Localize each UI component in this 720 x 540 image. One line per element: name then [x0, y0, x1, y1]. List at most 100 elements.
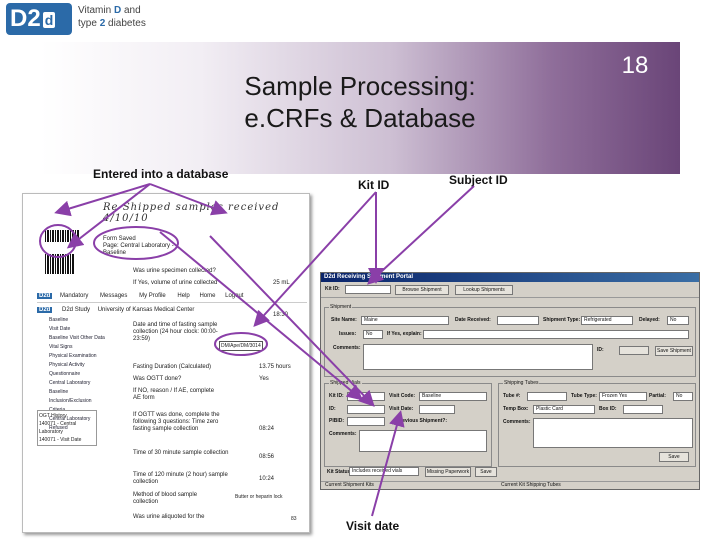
arrow-visit-date-paper	[209, 235, 375, 407]
kit-status-label: Kit Status:	[327, 469, 352, 475]
tube-type-label: Tube Type:	[571, 393, 597, 399]
logo-mark: D2	[10, 5, 41, 32]
delayed-select[interactable]: No	[667, 316, 689, 325]
paper-nav-item: Home	[199, 293, 216, 299]
browse-shipment-button[interactable]: Browse Shipment	[395, 285, 449, 295]
visit-code-select[interactable]: Baseline	[419, 392, 487, 401]
portal-toolbar: Kit ID: Browse Shipment Lookup Shipments	[321, 282, 699, 298]
issues-select[interactable]: No	[363, 330, 383, 339]
save-vial-button[interactable]: Save	[475, 467, 497, 477]
barcode-circle	[39, 224, 77, 258]
barcode	[45, 254, 75, 274]
paper-nav-item: Help	[177, 293, 190, 299]
callout-kit-id: Kit ID	[358, 178, 390, 192]
shipped-vials-legend: Shipped Vials	[329, 380, 362, 386]
vial-comments-label: Comments:	[329, 431, 357, 437]
pibid-input[interactable]	[347, 417, 385, 426]
if-yes-explain-input[interactable]	[423, 330, 689, 339]
question-row: Was OGTT done?	[133, 376, 303, 383]
question-text: Was urine specimen collected?	[133, 268, 216, 274]
arrow-to-barcode	[54, 183, 151, 217]
site-name: University of Kansas Medical Center	[97, 307, 195, 313]
arrow-subject-id	[367, 185, 475, 285]
tube-comments-label: Comments:	[503, 419, 531, 425]
logo-line-1-prefix: Vitamin	[78, 5, 114, 16]
lab-header-line: Form Saved	[103, 236, 136, 242]
logo-line-2-bold: 2	[99, 18, 106, 29]
paper-sidebar-item: Vital Signs	[49, 344, 73, 350]
study-header: D2d D2d Study University of Kansas Medic…	[37, 307, 307, 313]
question-text: Method of blood sample collection	[133, 492, 198, 505]
logo-line-2: type 2 diabetes	[78, 17, 146, 30]
logo-line-2-suffix: diabetes	[105, 18, 146, 29]
answer-value: 08:24	[259, 426, 275, 432]
question-row: Time of 120 minute (2 hour) sample colle…	[133, 472, 233, 486]
pibid-label: PIBID:	[329, 418, 344, 424]
logo-line-2-prefix: type	[78, 18, 100, 29]
question-text: If Yes, volume of urine collected	[133, 280, 218, 286]
history-item: 140071 - Central Laboratory	[39, 421, 77, 435]
arrow-to-note	[149, 183, 228, 216]
paper-page-number: 83	[291, 516, 297, 522]
title-band	[40, 42, 680, 174]
tube-type-select[interactable]: Frozen Yes	[599, 392, 647, 401]
page-number: 18	[621, 52, 649, 79]
save-shipment-button[interactable]: Save Shipment	[655, 346, 693, 356]
slide-title: Sample Processing: e.CRFs & Database	[244, 71, 476, 133]
question-text: If NO, reason / If AE, complete AE form	[133, 388, 215, 401]
lab-header-line: Page: Central Laboratory -	[103, 243, 174, 249]
tube-comments-input[interactable]	[533, 418, 693, 448]
question-row: Time of 30 minute sample collection	[133, 450, 233, 457]
paper-nav-item: Messages	[100, 293, 128, 299]
site-name-label: Site Name:	[331, 317, 357, 323]
paper-nav-item: Logout	[225, 293, 244, 299]
answer-value: 13.75 hours	[259, 364, 291, 370]
question-row: Was urine aliquoted for the	[133, 514, 303, 521]
shipment-fieldset: Shipment Site Name: Maine Date Received:…	[324, 304, 696, 377]
logo-mark-small: d	[42, 11, 56, 28]
shipment-id-field	[619, 346, 649, 355]
missing-paperwork-button[interactable]: Missing Paperwork	[425, 467, 471, 477]
paper-sidebar-item: Central Laboratory	[49, 380, 91, 386]
answer-value: Yes	[259, 376, 269, 382]
shipment-comments-label: Comments:	[333, 345, 361, 351]
box-id-input[interactable]	[623, 405, 663, 414]
paper-sidebar-item: Central Laboratory Refused	[49, 416, 91, 431]
temp-box-select[interactable]: Plastic Card	[533, 405, 595, 414]
subject-id-circle	[93, 226, 179, 260]
partial-select[interactable]: No	[673, 392, 693, 401]
question-text: Date and time of fasting sample collecti…	[133, 322, 218, 342]
paper-sidebar-item: Physical Examination	[49, 353, 97, 359]
tube-number-input[interactable]	[527, 392, 567, 401]
answer-value: 18:30	[273, 312, 289, 318]
history-item: 140071 - Visit Date	[39, 437, 82, 443]
kit-id-input[interactable]	[345, 285, 391, 294]
date-received-input[interactable]	[497, 316, 539, 325]
question-row: If OGTT was done, complete the following…	[133, 412, 233, 433]
visit-code-label: Visit Code:	[389, 393, 416, 399]
delayed-label: Delayed:	[639, 317, 660, 323]
lookup-shipments-button[interactable]: Lookup Shipments	[455, 285, 513, 295]
shipment-legend: Shipment	[329, 304, 353, 310]
visit-date-input[interactable]	[419, 405, 455, 414]
history-item: OGT History	[39, 413, 67, 419]
arrow-kit-id-sticker	[253, 191, 377, 327]
arrow-visit-date	[371, 410, 405, 517]
tube-number-label: Tube #:	[503, 393, 521, 399]
question-row: If Yes, volume of urine collected	[133, 280, 303, 287]
previous-shipment-label: Previous Shipment?:	[397, 418, 448, 424]
callout-entered-database: Entered into a database	[93, 167, 229, 181]
save-tube-button[interactable]: Save	[659, 452, 689, 462]
answer-value: Butter or heparin lock	[235, 494, 283, 500]
logo-text: Vitamin D and type 2 diabetes	[78, 4, 146, 30]
paper-sidebar-item: Physical Activity Questionnaire	[49, 362, 85, 377]
site-name-select[interactable]: Maine	[361, 316, 449, 325]
question-row: Method of blood sample collection	[133, 492, 213, 506]
paper-crf-form: Re-Shipped samples received 4/10/10 Form…	[22, 193, 310, 533]
paper-sidebar-item: Baseline	[49, 317, 69, 323]
question-row: Was urine specimen collected?	[133, 268, 303, 275]
shipment-comments-input[interactable]	[363, 344, 593, 370]
shipment-type-select[interactable]: Refrigerated	[581, 316, 633, 325]
